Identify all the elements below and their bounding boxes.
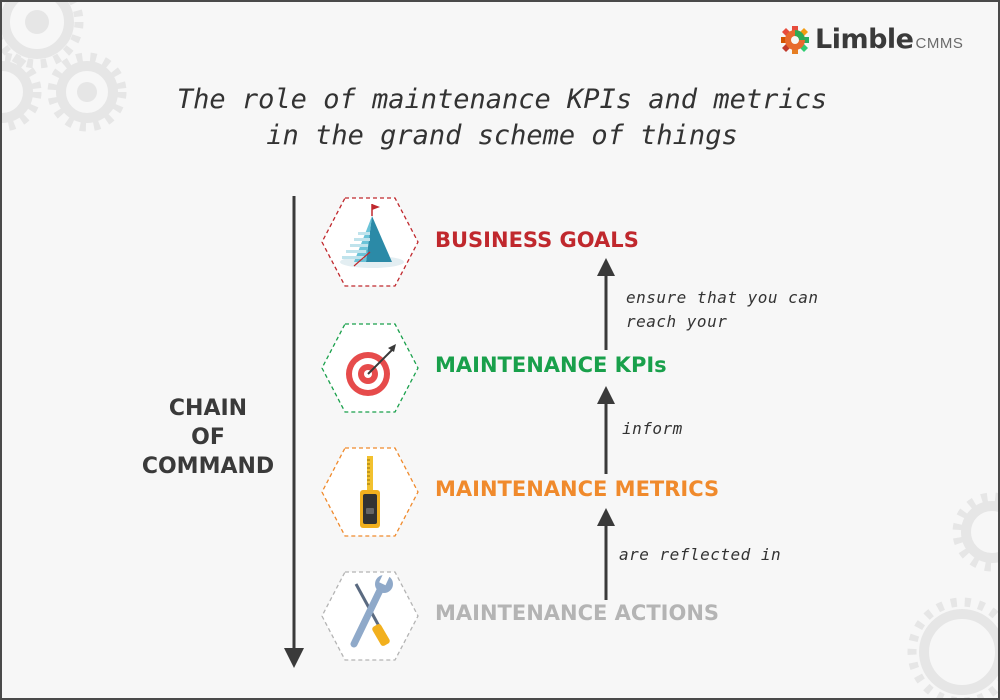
arrow-up-metrics-to-kpis — [597, 386, 615, 474]
chain-of-command-label: CHAIN OF COMMAND — [120, 394, 296, 481]
background-gears-bottom-right-icon — [907, 492, 998, 698]
title-line-1: The role of maintenance KPIs and metrics — [176, 84, 828, 115]
arrow-up-actions-to-metrics — [597, 508, 615, 600]
connector-label-ensure: ensure that you can reach your — [626, 286, 819, 334]
chain-of-command-arrow — [284, 196, 304, 668]
background-gears-top-left-icon — [2, 2, 127, 132]
connector-label-ensure-line-2: reach your — [626, 312, 728, 331]
mountain-flag-icon — [340, 204, 404, 268]
connector-label-reflected: are reflected in — [619, 545, 782, 564]
tape-measure-icon — [360, 456, 380, 528]
brand-name: Limble — [815, 24, 914, 55]
level-label-maintenance-actions: MAINTENANCE ACTIONS — [435, 601, 720, 625]
brand-logo: Limble CMMS — [780, 24, 963, 55]
limble-gear-logo-icon — [781, 25, 809, 54]
brand-suffix: CMMS — [915, 35, 964, 52]
level-label-business-goals: BUSINESS GOALS — [435, 228, 639, 252]
connector-label-inform: inform — [622, 419, 683, 438]
title-line-2: in the grand scheme of things — [266, 120, 738, 151]
hexagon-maintenance-actions — [321, 571, 419, 661]
arrow-up-kpis-to-goals — [597, 258, 615, 350]
chain-label-line-3: COMMAND — [141, 454, 275, 479]
hexagon-maintenance-metrics — [321, 447, 419, 537]
page-title: The role of maintenance KPIs and metrics… — [2, 82, 998, 154]
hexagon-business-goals — [321, 197, 419, 287]
target-icon — [346, 344, 396, 396]
wrench-screwdriver-icon — [350, 573, 393, 648]
chain-label-line-1: CHAIN — [168, 396, 248, 421]
level-label-maintenance-metrics: MAINTENANCE METRICS — [435, 477, 720, 501]
level-label-maintenance-kpis: MAINTENANCE KPIs — [435, 353, 667, 377]
hexagon-maintenance-kpis — [321, 323, 419, 413]
connector-label-ensure-line-1: ensure that you can — [626, 288, 819, 307]
chain-label-line-2: OF — [191, 425, 225, 450]
